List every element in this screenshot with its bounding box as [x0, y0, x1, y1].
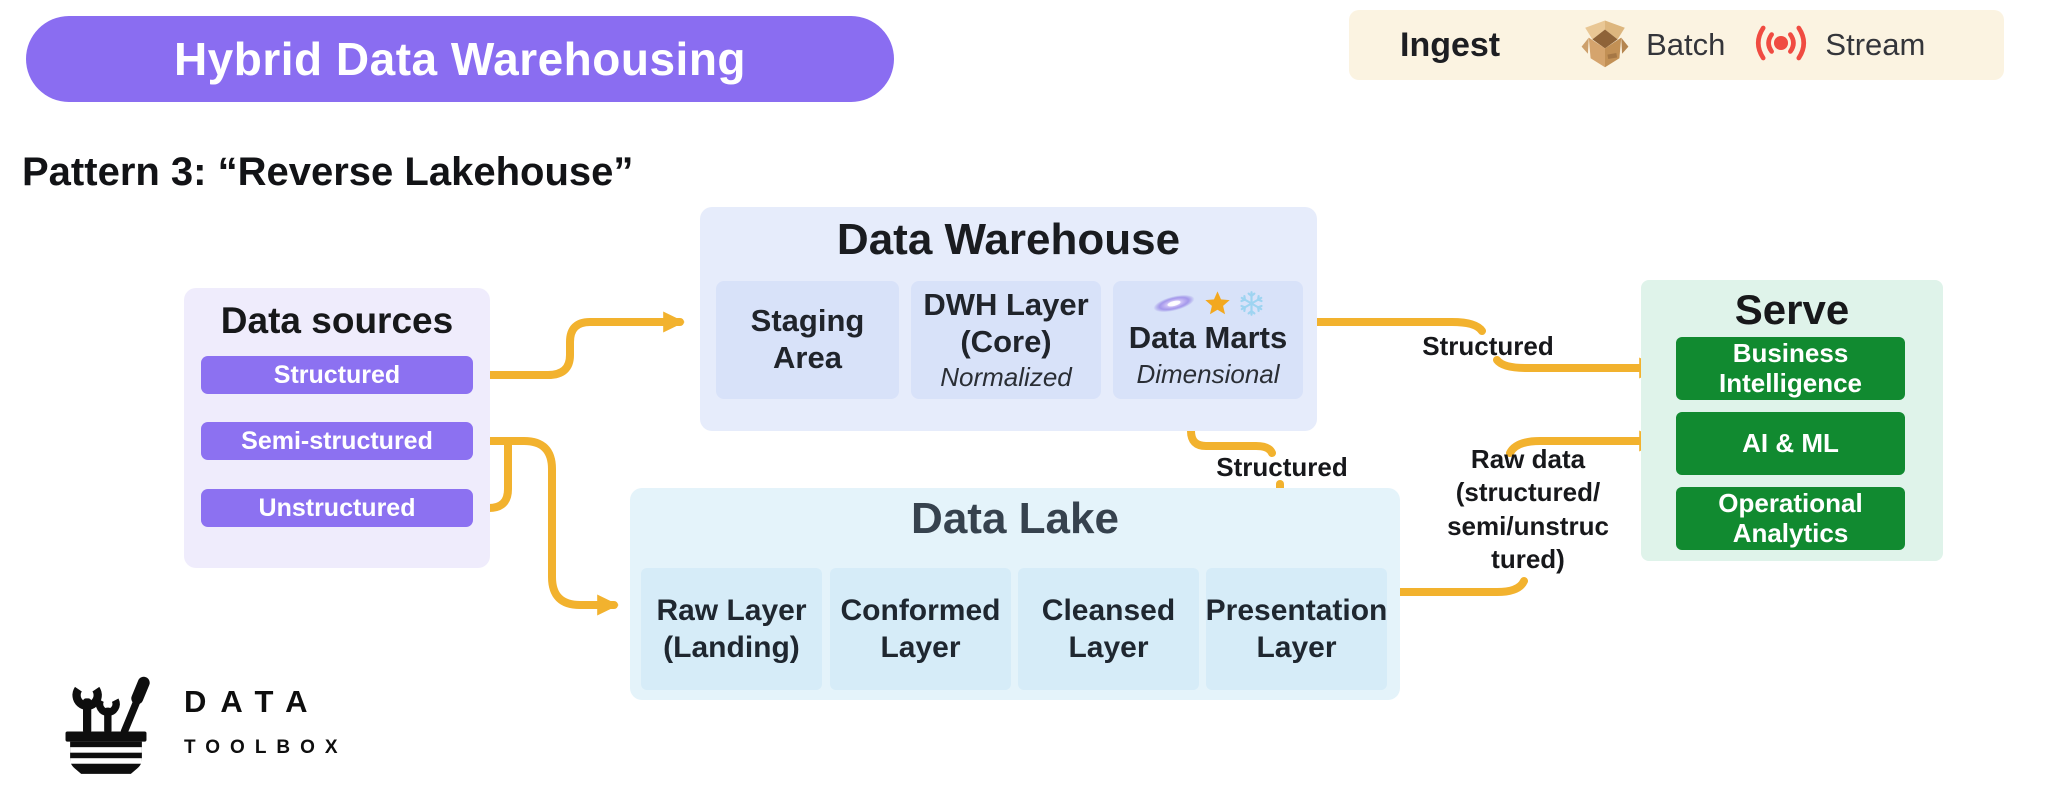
flow-label-raw-data: Raw data (structured/ semi/unstruc tured… [1423, 443, 1633, 576]
toolbox-icon [60, 674, 152, 783]
raw-data-line: tured) [1491, 543, 1565, 574]
connector-semistructured-to-rawlayer [469, 437, 619, 616]
raw-layer-card: Raw Layer (Landing) [641, 568, 822, 690]
connector-lake-out [1396, 577, 1528, 596]
data-warehouse-panel: Data Warehouse Staging Area DWH Layer (C… [700, 207, 1317, 431]
data-toolbox-logo: DATA TOOLBOX [60, 674, 348, 783]
serve-title: Serve [1734, 286, 1850, 333]
flow-label-structured-mid: Structured [1216, 452, 1348, 482]
batch-box-icon [1578, 16, 1632, 75]
source-structured: Structured [201, 356, 473, 394]
source-unstructured: Unstructured [201, 489, 473, 527]
pattern-heading: Pattern 3: “Reverse Lakehouse” [22, 150, 634, 194]
logo-line1: DATA [184, 684, 322, 719]
raw-data-line: Raw data [1470, 444, 1586, 474]
page-title-pill: Hybrid Data Warehousing [26, 16, 894, 102]
dwh-layer-subtitle: Normalized [940, 362, 1072, 393]
data-sources-title: Data sources [220, 300, 454, 341]
legend-label-batch: Batch [1646, 27, 1726, 62]
ingest-legend-title: Ingest [1400, 25, 1501, 64]
ingest-legend: Ingest Batch [1349, 10, 2004, 80]
galaxy-icon [1153, 295, 1195, 313]
data-warehouse-title: Data Warehouse [836, 215, 1181, 264]
raw-data-line: semi/unstruc [1447, 510, 1609, 541]
dwh-layer-card: DWH Layer (Core) Normalized [911, 281, 1101, 399]
page-title: Hybrid Data Warehousing [173, 33, 747, 85]
data-lake-panel: Data Lake Raw Layer (Landing) Conformed … [630, 488, 1400, 700]
serve-business-intelligence: Business Intelligence [1676, 337, 1905, 400]
dwh-layer-label: DWH Layer (Core) [923, 287, 1089, 359]
connector-warehouse-out [1313, 318, 1486, 335]
cleansed-layer-card: Cleansed Layer [1018, 568, 1199, 690]
star-icon [1205, 291, 1230, 315]
raw-data-line: (structured/ [1455, 477, 1601, 508]
flow-label-structured-top: Structured [1422, 331, 1554, 361]
staging-area-card: Staging Area [716, 281, 899, 399]
serve-ai-ml: AI & ML [1676, 412, 1905, 475]
stream-broadcast-icon [1751, 21, 1811, 70]
logo-text: DATA TOOLBOX [184, 684, 348, 759]
data-lake-title: Data Lake [911, 494, 1119, 543]
legend-label-stream: Stream [1825, 27, 1926, 62]
presentation-layer-card: Presentation Layer [1206, 568, 1387, 690]
staging-area-label: Staging Area [750, 303, 865, 375]
data-marts-label: Data Marts [1128, 320, 1288, 356]
serve-panel: Serve Business Intelligence AI & ML Oper… [1641, 280, 1943, 561]
legend-item-batch: Batch [1578, 16, 1725, 75]
source-semi-structured: Semi-structured [201, 422, 473, 460]
logo-line2: TOOLBOX [184, 737, 348, 758]
legend-item-stream: Stream [1751, 21, 1925, 70]
data-marts-subtitle: Dimensional [1136, 358, 1280, 389]
data-marts-card: Data Marts Dimensional [1113, 281, 1303, 399]
snowflake-icon [1239, 291, 1264, 317]
data-sources-panel: Data sources Structured Semi-structured … [184, 288, 490, 568]
serve-operational-analytics: Operational Analytics [1676, 487, 1905, 550]
connector-structured-to-staging [469, 311, 685, 379]
data-marts-icons [1151, 290, 1265, 317]
conformed-layer-card: Conformed Layer [830, 568, 1011, 690]
